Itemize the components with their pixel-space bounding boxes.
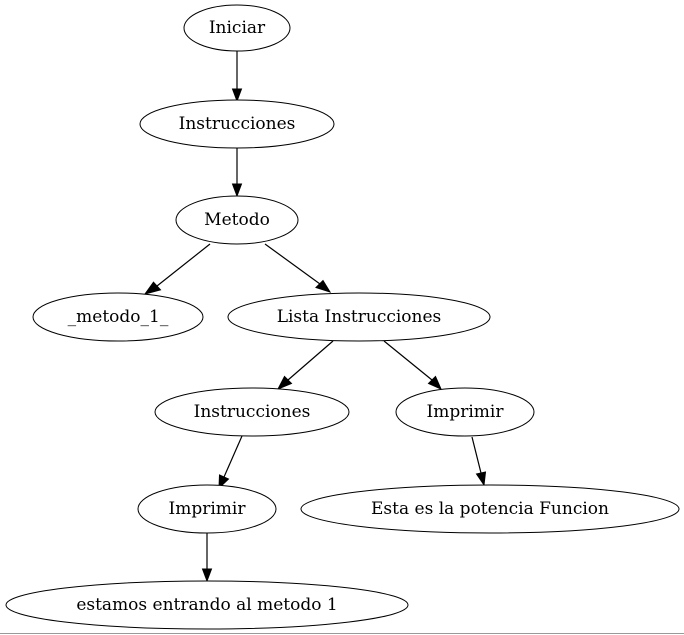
edge-lista-instrucciones (276, 340, 334, 390)
edge-imprimir-metodo (201, 533, 213, 583)
edge-metodo-lista (264, 243, 332, 293)
edge-instrucciones-imprimir (218, 435, 243, 490)
node-metodo: Metodo (175, 195, 299, 245)
node-label: Instrucciones (194, 402, 311, 422)
node-iniciar: Iniciar (183, 4, 291, 52)
node-metodo-1: _metodo_1_ (32, 292, 204, 342)
node-label: Instrucciones (179, 114, 296, 134)
node-imprimir-right: Imprimir (395, 387, 535, 437)
node-instrucciones: Instrucciones (139, 99, 335, 149)
node-esta-es-la-potencia: Esta es la potencia Funcion (300, 484, 680, 534)
bottom-border (0, 633, 684, 634)
node-estamos-entrando: estamos entrando al metodo 1 (5, 580, 409, 630)
node-imprimir-left: Imprimir (137, 484, 277, 534)
edge-instrucciones-metodo (231, 148, 243, 198)
node-label: _metodo_1_ (68, 307, 169, 327)
node-label: Imprimir (169, 499, 247, 519)
node-lista-instrucciones: Lista Instrucciones (227, 292, 491, 342)
node-instrucciones-2: Instrucciones (154, 387, 350, 437)
edge-metodo-metodo1 (143, 243, 211, 295)
node-label: Esta es la potencia Funcion (371, 499, 609, 519)
edge-imprimir-funcion (471, 436, 487, 487)
node-label: estamos entrando al metodo 1 (76, 595, 337, 615)
edge-iniciar-instrucciones (231, 51, 243, 103)
edge-lista-imprimir (383, 340, 442, 390)
node-label: Metodo (204, 210, 270, 230)
node-label: Lista Instrucciones (277, 307, 442, 327)
node-label: Iniciar (209, 18, 266, 38)
node-label: Imprimir (427, 402, 505, 422)
